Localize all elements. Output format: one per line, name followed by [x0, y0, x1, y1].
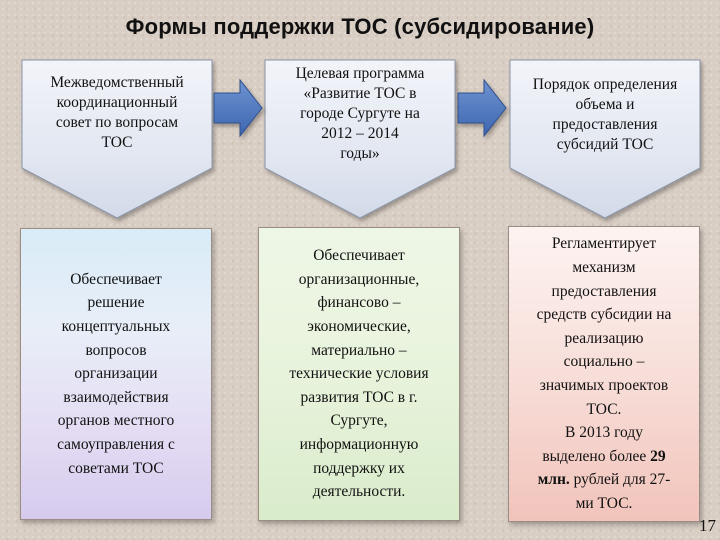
body-line: Обеспечивает — [313, 247, 405, 265]
page-number: 17 — [699, 516, 716, 535]
body-line: значимых проектов — [539, 377, 669, 394]
header-council: Межведомственный координационный совет п… — [22, 73, 212, 153]
amount-value: 29 — [650, 447, 666, 465]
body-line: концептуальных — [61, 318, 171, 336]
body-line: финансово – — [317, 294, 401, 312]
header-line: совет по вопросам — [55, 114, 179, 131]
body-line: выделено более 29 — [537, 445, 672, 469]
header-line: ТОС — [101, 134, 133, 151]
header-procedure: Порядок определения объема и предоставле… — [510, 75, 700, 155]
body-line: поддержку их — [313, 459, 405, 477]
header-line: субсидий ТОС — [556, 136, 654, 153]
header-shapes — [21, 59, 701, 219]
header-line: городе Сургуте на — [300, 105, 420, 122]
body-line: самоуправления с — [57, 435, 175, 453]
body-line: социально – — [563, 353, 645, 371]
header-shape-procedure — [509, 59, 701, 219]
body-line: информационную — [299, 435, 419, 453]
body-line: механизм — [572, 259, 636, 277]
header-program: Целевая программа «Развитие ТОС в городе… — [265, 64, 455, 164]
body-line: Регламентирует — [551, 235, 657, 253]
description-box-procedure: Регламентирует механизм предоставления с… — [508, 226, 700, 522]
header-line: объема и — [575, 96, 635, 113]
header-line: 2012 – 2014 — [321, 125, 399, 142]
body-line: материально – — [311, 341, 407, 359]
body-text: рублей для 27- — [569, 471, 671, 489]
description-box-program: Обеспечивает организационные, финансово … — [258, 227, 460, 521]
body-line: органов местного — [57, 412, 175, 430]
header-shape-program — [264, 59, 456, 219]
body-line: экономические, — [307, 318, 411, 336]
body-line: решение — [87, 294, 145, 312]
body-line: советами ТОС — [68, 459, 164, 477]
header-line: Целевая программа — [295, 65, 425, 82]
body-line: развития ТОС в г. — [300, 388, 418, 406]
body-line: организационные, — [298, 270, 420, 288]
arrow-right-icon — [457, 78, 507, 138]
body-line: В 2013 году — [564, 424, 643, 442]
body-line: Обеспечивает — [70, 270, 162, 288]
body-line: Сургуте, — [330, 412, 388, 430]
header-line: Межведомственный — [50, 74, 184, 91]
header-shape-council — [21, 59, 213, 219]
arrow-right-icon — [213, 78, 263, 138]
body-line: вопросов — [85, 341, 147, 359]
body-line: деятельности. — [312, 483, 406, 501]
body-line: взаимодействия — [63, 388, 169, 406]
body-line: технические условия — [289, 365, 429, 383]
page-title: Формы поддержки ТОС (субсидирование) — [125, 14, 595, 39]
body-line: ми ТОС. — [575, 494, 633, 512]
body-line: предоставления — [551, 282, 657, 300]
header-line: координационный — [56, 94, 178, 111]
amount-unit: млн. — [537, 471, 570, 489]
header-line: годы» — [340, 145, 380, 162]
body-line: средств субсидии на — [536, 306, 672, 324]
description-box-council: Обеспечивает решение концептуальных вопр… — [20, 228, 212, 520]
header-line: предоставления — [552, 116, 658, 133]
header-line: «Развитие ТОС в — [303, 85, 417, 102]
body-line: млн. рублей для 27- — [537, 468, 672, 492]
body-line: ТОС. — [586, 400, 622, 418]
body-line: реализацию — [564, 329, 644, 347]
body-text: выделено более — [542, 447, 651, 465]
body-line: организации — [74, 365, 158, 383]
header-line: Порядок определения — [532, 76, 678, 93]
